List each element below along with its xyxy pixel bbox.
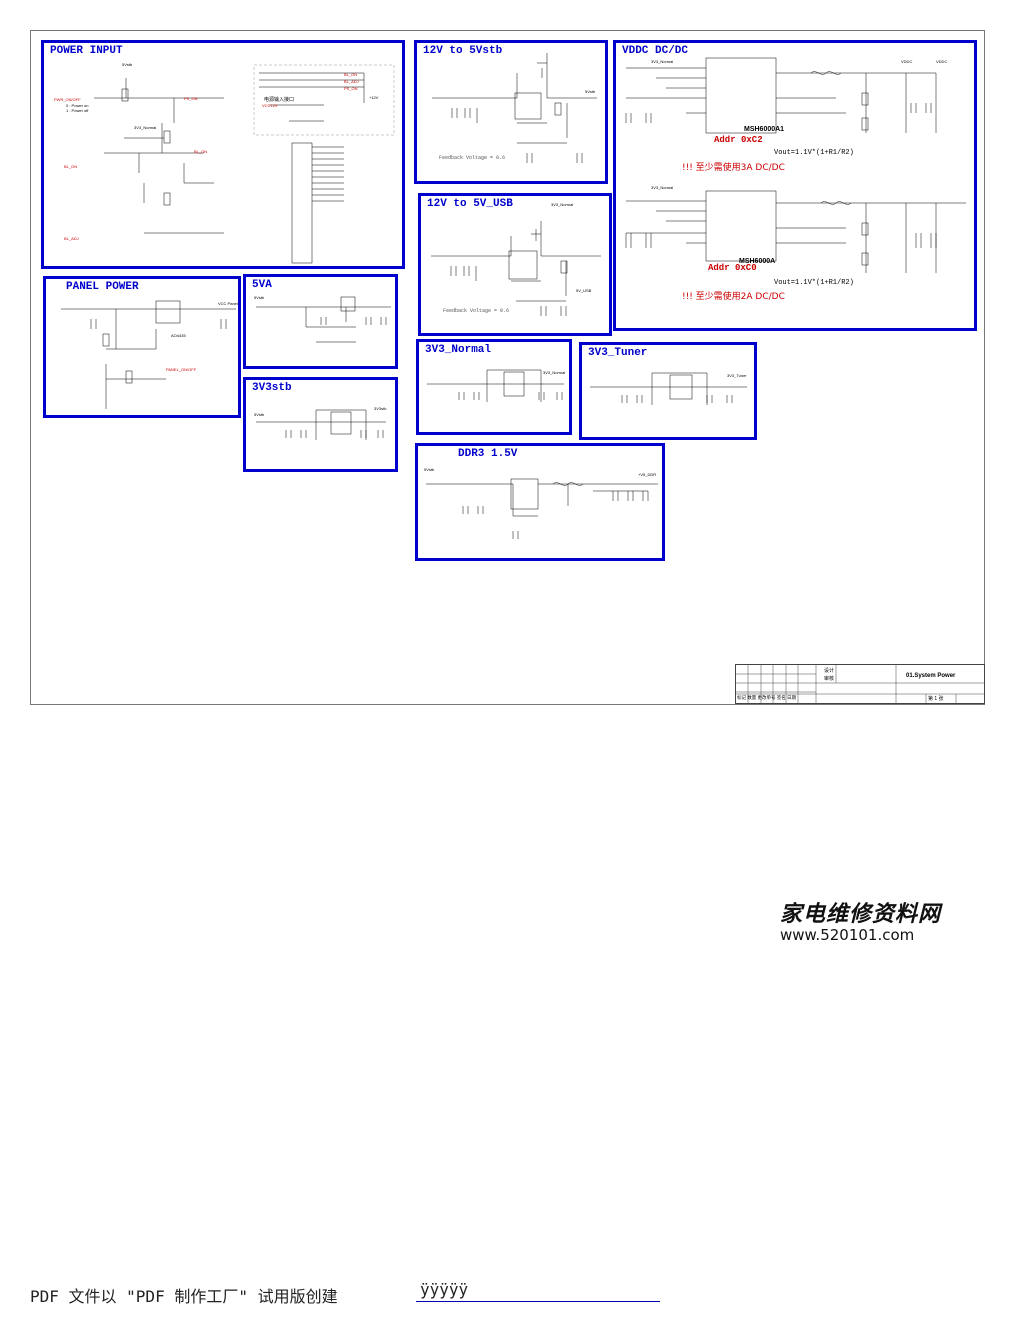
- watermark: 家电维修资料网 www.520101.com: [780, 896, 960, 944]
- block-title-3v3-tuner: 3V3_Tuner: [588, 347, 648, 359]
- ps-on-net: PS_ON: [184, 96, 198, 101]
- block-title-panel-power: PANEL POWER: [66, 281, 139, 293]
- title-block-grid: [736, 665, 984, 703]
- bl-on-ctrl: BL_ON: [64, 164, 77, 169]
- v3v3-normal-net-c: 3V3_Normal: [651, 185, 673, 190]
- v5stb-net-d: 5Vstb: [254, 412, 265, 417]
- footer-trail: ÿÿÿÿÿ: [420, 1280, 469, 1299]
- v5stb-net-a: 5Vstb: [122, 62, 133, 67]
- bl-on-net: BL_ON: [344, 72, 357, 77]
- connector-note: 电源输入接口: [264, 96, 294, 103]
- feedback-note-stb: Feedback Voltage = 0.6: [439, 155, 506, 161]
- vddc-net-a: VDDC: [901, 59, 912, 64]
- 3v3-tuner-circuit: 3V3_Tuner: [590, 372, 747, 405]
- block-power-input: POWER INPUT PWR_ON/OFF PS_ON 0 : Power o…: [41, 40, 405, 269]
- title-text: 01.System Power: [906, 673, 956, 679]
- ddr-net: +V5_DDR: [638, 472, 656, 477]
- addr-0xc2: Addr 0xC2: [714, 135, 763, 145]
- vcc12v-net: VCC12V: [262, 103, 278, 108]
- title-rev-row: 标记 数量 更改单号 签名 日期: [737, 695, 796, 700]
- power-note-off: 1 : Power off: [66, 108, 89, 113]
- addr-0xc0: Addr 0xC0: [708, 263, 757, 273]
- v3v3-normal-net-d: 3V3_Normal: [551, 202, 573, 207]
- block-title-12v-5vusb: 12V to 5V_USB: [427, 198, 513, 210]
- v3v3stb-net: 3V3stb: [374, 406, 387, 411]
- watermark-cn: 家电维修资料网: [780, 901, 942, 927]
- vcc-panel-net: VCC Panel: [218, 301, 238, 306]
- block-3v3stb: 3V3stb 5Vstb 3V3stb: [243, 377, 398, 472]
- block-vddc: VDDC DC/DC VDDC VDDC 3V3_Normal 3V3_Norm…: [613, 40, 977, 331]
- v3v3-normal-net-b: 3V3_Normal: [651, 59, 673, 64]
- title-checked: 审核: [824, 676, 835, 682]
- usb-circuit: 5V_USB 3V3_Normal: [431, 202, 601, 316]
- 5va-circuit: 5Vstb: [254, 295, 391, 343]
- v12-net: +12V: [369, 95, 379, 100]
- pdf-footer: PDF 文件以 "PDF 制作工厂" 试用版创建: [30, 1287, 338, 1306]
- vout-formula-2: Vout=1.1V*(1+R1/R2): [774, 279, 854, 287]
- block-title-power-input: POWER INPUT: [50, 45, 123, 57]
- vout-formula-1: Vout=1.1V*(1+R1/R2): [774, 149, 854, 157]
- block-5va: 5VA 5Vstb: [243, 274, 398, 369]
- ic-ao4435: AO4435: [171, 333, 186, 338]
- v5stb-net-e: 5Vstb: [424, 467, 435, 472]
- panel-onoff-net: PANEL_ON/OFF: [166, 367, 197, 372]
- block-3v3-normal: 3V3_Normal 3V3_Normal: [416, 339, 572, 435]
- ddr3-circuit: 5Vstb +V5_DDR: [424, 467, 658, 539]
- block-ddr3: DDR3 1.5V 5Vstb +V5_DDR: [415, 443, 665, 561]
- block-title-ddr3: DDR3 1.5V: [458, 448, 518, 460]
- block-12v-5vstb: 12V to 5Vstb 5Vstb Feedback Voltage = 0.…: [414, 40, 608, 184]
- feedback-note-usb: Feedback Voltage = 0.6: [443, 308, 510, 314]
- title-sheet: 第 1 张: [928, 696, 944, 702]
- v5-usb-net: 5V_USB: [576, 288, 592, 293]
- v5stb-net-b: 5Vstb: [585, 89, 596, 94]
- ic-msh6000a1: MSH6000A1: [744, 126, 785, 133]
- vddc-circuit: VDDC VDDC 3V3_Normal 3V3_Normal: [625, 57, 966, 273]
- ps-on-net-b: PS_ON: [344, 86, 358, 91]
- v3v3-normal-net-a: 3V3_Normal: [134, 125, 156, 130]
- watermark-url: www.520101.com: [780, 926, 915, 944]
- power-input-circuit: PWR_ON/OFF PS_ON 0 : Power on 1 : Power …: [54, 62, 395, 264]
- block-title-3v3-normal: 3V3_Normal: [425, 344, 492, 356]
- 3v3stb-circuit: 5Vstb 3V3stb: [254, 406, 387, 440]
- block-title-vddc: VDDC DC/DC: [622, 45, 689, 57]
- stb-circuit: 5Vstb: [432, 53, 597, 163]
- bl-on-net-c: BL_ON: [194, 149, 207, 154]
- block-title-3v3stb: 3V3stb: [252, 382, 292, 394]
- 3v3-normal-circuit: 3V3_Normal: [427, 369, 565, 402]
- bl-adj-ctrl: BL_ADJ: [64, 236, 79, 241]
- panel-circuit: VCC Panel PANEL_ON/OFF AO4435: [61, 300, 238, 409]
- warn-2a-dcdc: !!! 至少需使用2A DC/DC: [682, 292, 785, 302]
- v5stb-net-c: 5Vstb: [254, 295, 265, 300]
- bl-adj-net: BL_ADJ: [344, 79, 359, 84]
- vddc-net-b: VDDC: [936, 59, 947, 64]
- title-block: 设计 审核 01.System Power 标记 数量 更改单号 签名 日期 第…: [735, 664, 985, 704]
- footer-underline: [416, 1301, 660, 1302]
- ic-msh6000a: MSH6000A: [739, 258, 776, 265]
- v3v3-tuner-net: 3V3_Tuner: [727, 373, 747, 378]
- block-title-5va: 5VA: [252, 279, 272, 291]
- warn-3a-dcdc: !!! 至少需使用3A DC/DC: [682, 163, 785, 173]
- block-panel-power: PANEL POWER VCC Panel PANEL_ON/OFF AO443…: [43, 276, 241, 418]
- pwr-onoff-label: PWR_ON/OFF: [54, 97, 81, 102]
- block-12v-5vusb: 12V to 5V_USB 5V_USB 3V3_Normal Feedback…: [418, 193, 612, 336]
- title-drawn: 设计: [824, 668, 835, 674]
- schematic-sheet-border: [30, 30, 985, 705]
- block-3v3-tuner: 3V3_Tuner 3V3_Tuner: [579, 342, 757, 440]
- v3v3-normal-net-e: 3V3_Normal: [543, 370, 565, 375]
- power-note-on: 0 : Power on: [66, 103, 88, 108]
- block-title-12v-5vstb: 12V to 5Vstb: [423, 45, 503, 57]
